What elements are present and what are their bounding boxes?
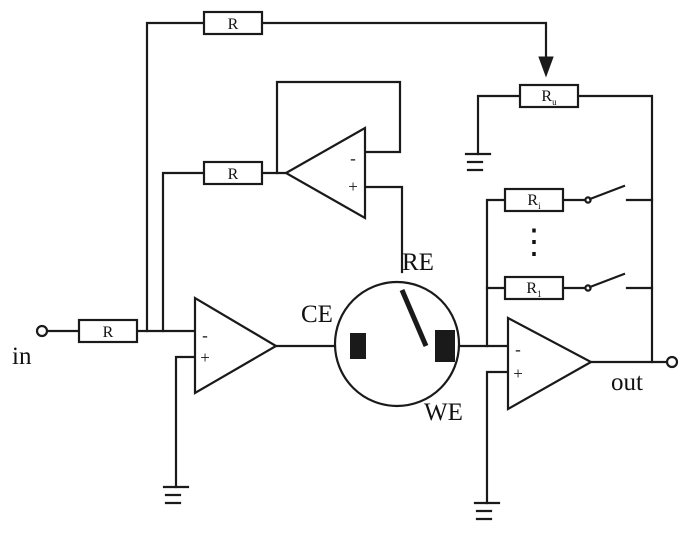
resistor-range-1-sub: i [538, 201, 541, 211]
resistor-follower-input: R [202, 160, 264, 186]
range-ellipsis: ⋮ [517, 224, 551, 261]
opamp-tia-minus: - [515, 340, 521, 359]
wires [45, 21, 668, 505]
opamp-follower-minus: - [350, 149, 356, 168]
counter-electrode [350, 333, 366, 359]
working-electrode [435, 330, 455, 362]
electrochemical-cell [333, 280, 461, 408]
resistor-input-label: R [103, 324, 114, 341]
opamp-tia-plus: + [513, 364, 523, 383]
we-label: WE [424, 399, 463, 426]
resistor-input: R [77, 318, 139, 344]
output-label: out [611, 369, 643, 396]
opamp-control-minus: - [202, 326, 208, 345]
ground-tia [473, 501, 501, 521]
potentiometer-wiper-arrow-icon [538, 56, 554, 78]
input-terminal [35, 324, 49, 338]
resistor-potentiometer-sub: u [552, 97, 557, 107]
resistor-follower-input-label: R [228, 166, 239, 183]
switch-range-2 [584, 272, 626, 292]
input-label: in [12, 343, 32, 370]
opamp-follower-plus: + [348, 177, 358, 196]
opamp-voltage-follower: - + [283, 126, 367, 220]
resistor-range-1-label: R [527, 192, 538, 209]
resistor-feedback-top: R [202, 10, 264, 36]
svg-text:Ru: Ru [541, 88, 557, 107]
ground-potentiometer [464, 152, 492, 172]
opamp-transimpedance: - + [506, 316, 594, 411]
resistor-potentiometer: Ru [518, 83, 580, 109]
resistor-feedback-top-label: R [228, 16, 239, 33]
reference-electrode [399, 289, 429, 347]
ground-control-amp [162, 485, 190, 505]
resistor-range-1: Ri [503, 187, 565, 213]
resistor-range-2-sub: 1 [537, 289, 542, 299]
ce-label: CE [301, 301, 333, 328]
resistor-potentiometer-label: R [541, 88, 552, 105]
output-terminal [665, 355, 679, 369]
opamp-control-plus: + [200, 348, 210, 367]
svg-text:Ri: Ri [527, 192, 541, 211]
switch-range-1 [584, 184, 626, 204]
resistor-range-2: R1 [503, 275, 565, 301]
re-label: RE [402, 249, 434, 276]
resistor-range-2-label: R [526, 280, 537, 297]
svg-text:R1: R1 [526, 280, 541, 299]
opamp-control: - + [193, 296, 279, 395]
